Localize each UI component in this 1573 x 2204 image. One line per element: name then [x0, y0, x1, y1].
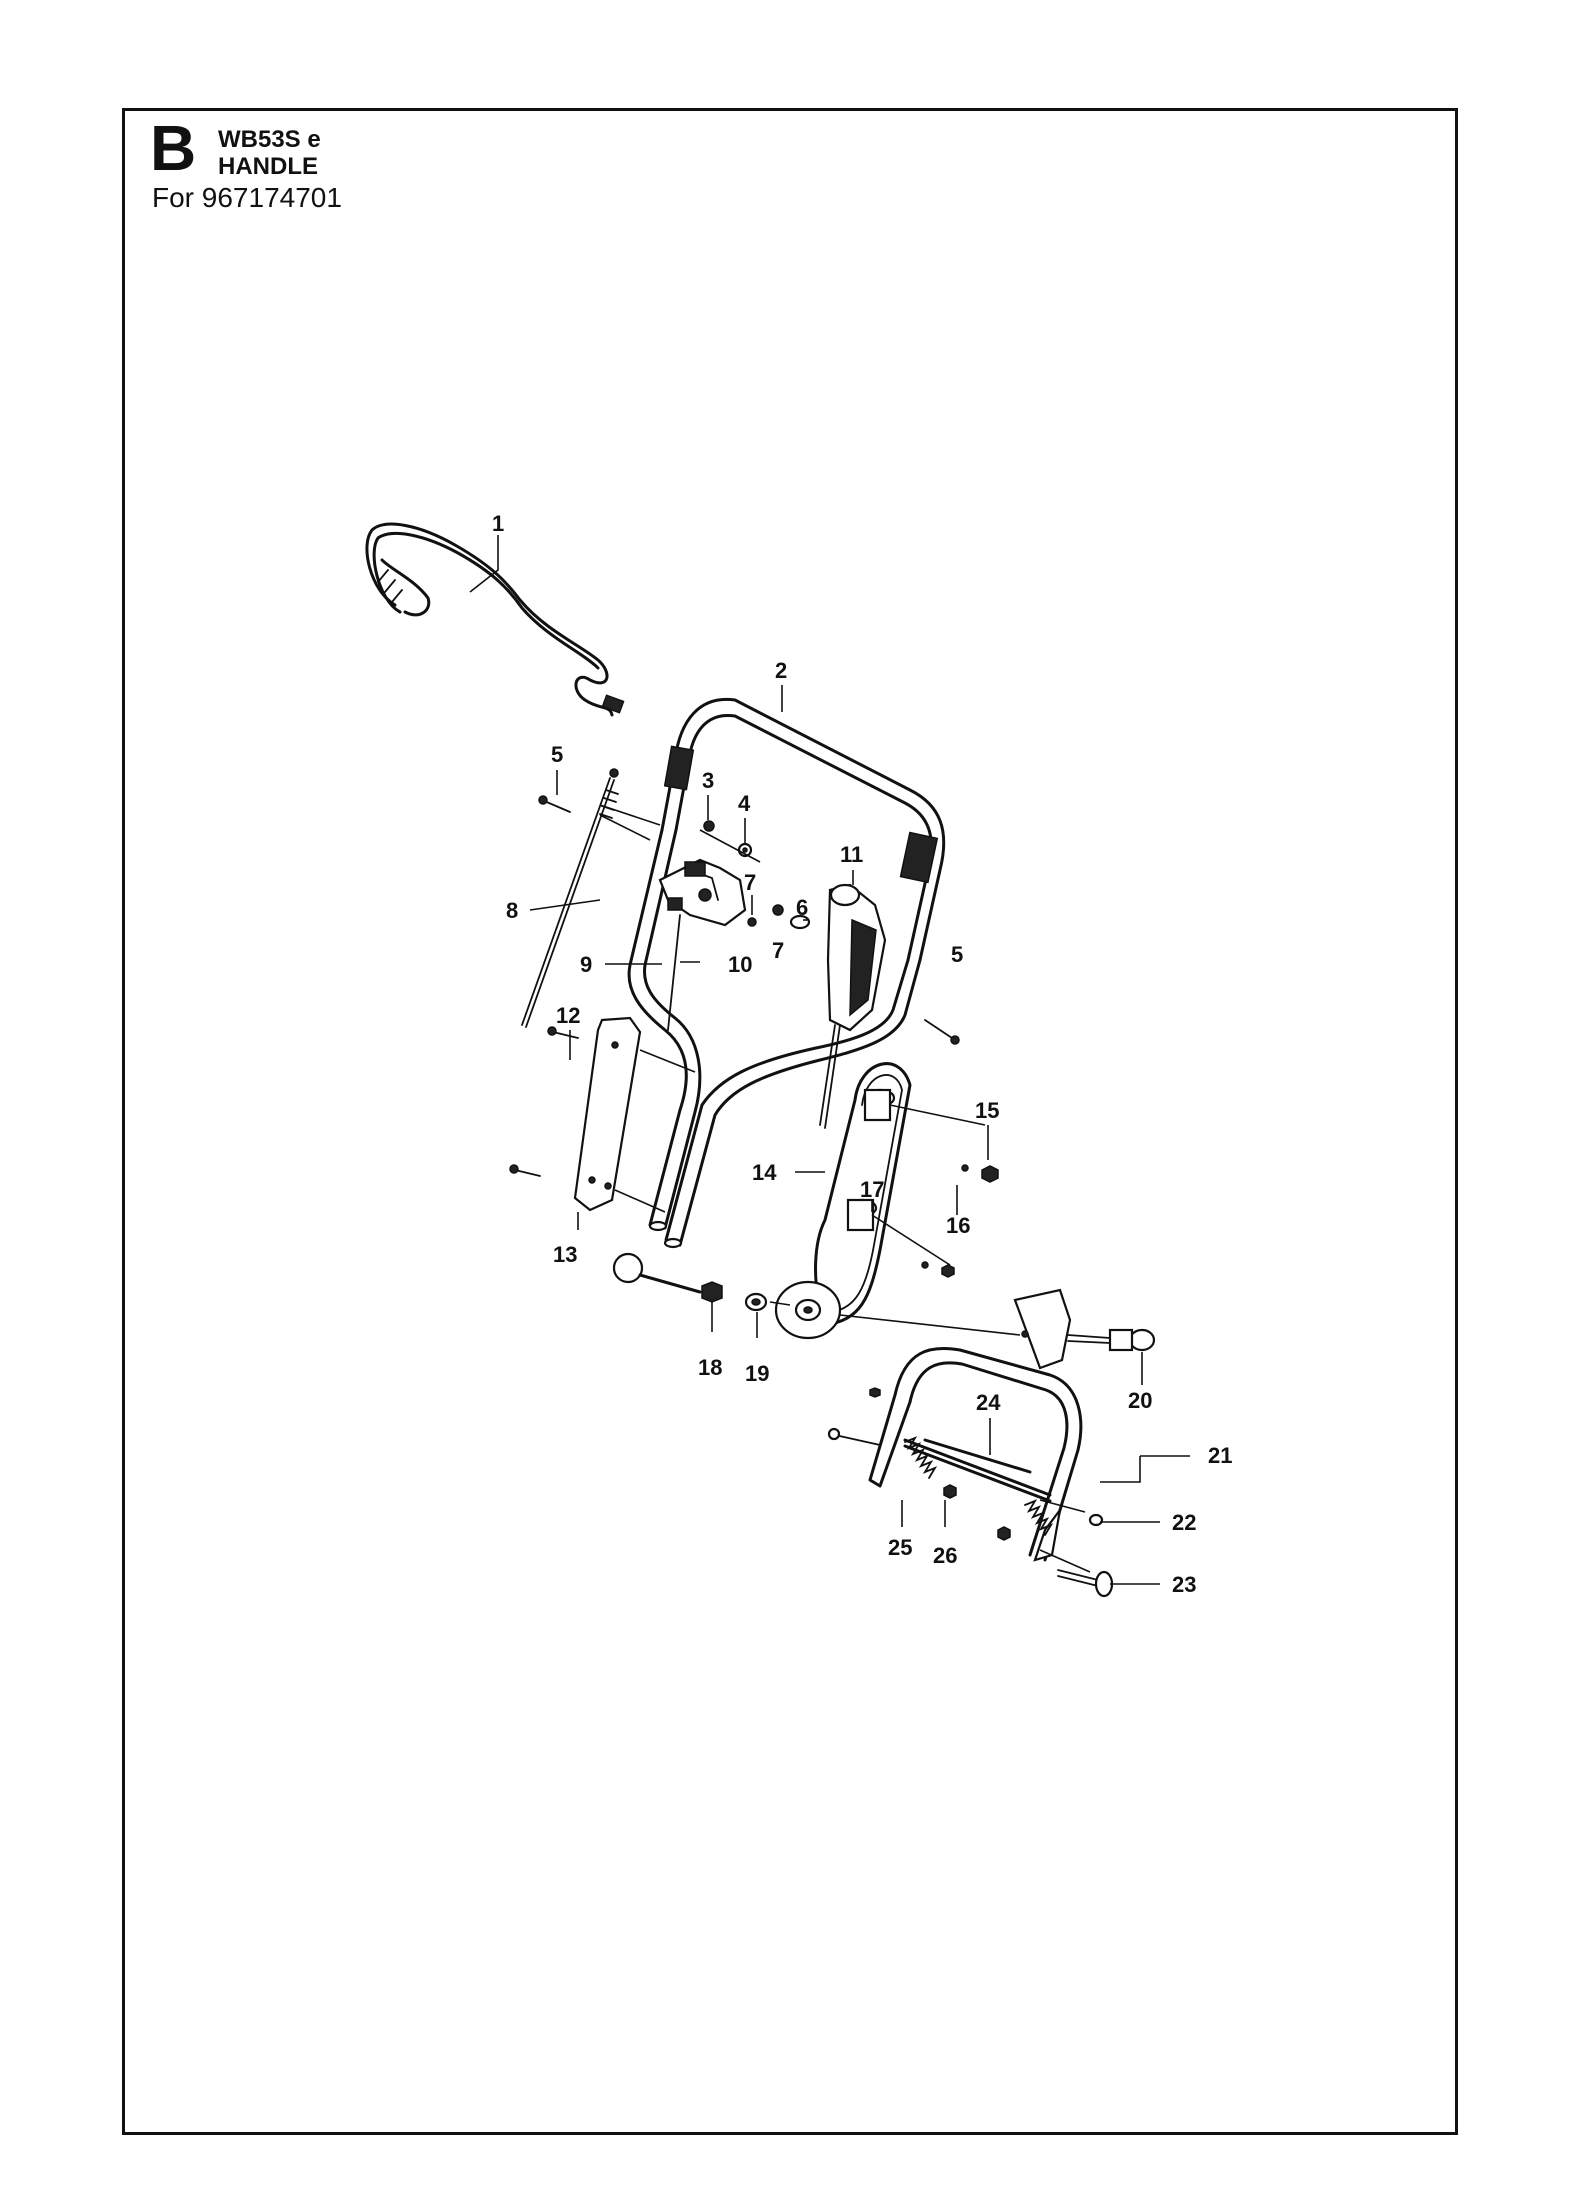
part-10-control-box-left — [658, 858, 747, 1031]
callout-7-lower: 7 — [772, 938, 784, 963]
callout-4: 4 — [738, 791, 751, 816]
callout-12: 12 — [556, 1003, 580, 1028]
callout-23: 23 — [1172, 1572, 1196, 1597]
callout-11: 11 — [840, 842, 863, 867]
callout-26: 26 — [933, 1543, 957, 1568]
callout-7-upper: 7 — [744, 870, 756, 895]
part-24-rod — [923, 1438, 1032, 1474]
callout-1: 1 — [492, 511, 504, 536]
callout-20: 20 — [1128, 1388, 1152, 1413]
part-20-bolt — [1067, 1328, 1156, 1352]
callout-13: 13 — [553, 1242, 577, 1267]
part-23-bolt — [1057, 1569, 1114, 1598]
part-13-cover — [509, 1016, 696, 1213]
part-18-knob — [612, 1252, 723, 1303]
section-title: HANDLE — [218, 153, 318, 180]
section-letter: B — [150, 112, 197, 184]
callout-3: 3 — [702, 768, 714, 793]
callout-16: 16 — [946, 1213, 970, 1238]
callout-18: 18 — [698, 1355, 722, 1380]
callout-2: 2 — [775, 658, 787, 683]
callout-25: 25 — [888, 1535, 912, 1560]
callout-22: 22 — [1172, 1510, 1196, 1535]
callout-labels: 1 2 3 4 5 5 6 7 7 8 9 10 11 12 13 14 15 … — [492, 511, 1232, 1597]
part-19-washer — [744, 1292, 768, 1312]
model-name: WB53S e — [218, 126, 321, 153]
part-8-cable — [521, 768, 619, 1028]
callout-5-left: 5 — [551, 742, 563, 767]
part-2-upper-handle — [660, 697, 946, 962]
for-part-number: For 967174701 — [152, 182, 342, 213]
callout-17: 17 — [860, 1177, 884, 1202]
page-frame — [122, 108, 1458, 2135]
callout-24: 24 — [976, 1390, 1001, 1415]
callout-19: 19 — [745, 1361, 769, 1386]
fasteners-15-16 — [921, 1164, 999, 1278]
callout-21: 21 — [1208, 1443, 1232, 1468]
callout-9: 9 — [580, 952, 592, 977]
callout-leaders — [469, 535, 1190, 1585]
callout-15: 15 — [975, 1098, 999, 1123]
callout-10: 10 — [728, 952, 752, 977]
part-21-lower-bracket — [868, 1288, 1091, 1573]
callout-14: 14 — [752, 1160, 777, 1185]
part-26-nut — [943, 1484, 1011, 1541]
hub — [769, 1280, 1021, 1340]
part-14-bracket — [814, 1062, 986, 1327]
part-25-springs — [827, 1387, 1054, 1536]
callout-8: 8 — [506, 898, 518, 923]
fasteners-upper — [538, 795, 960, 1045]
callout-5-right: 5 — [951, 942, 963, 967]
callout-6: 6 — [796, 895, 808, 920]
part-22-nut — [1088, 1513, 1104, 1527]
part-1-bail-lever — [365, 522, 625, 717]
part-9-lower-handle — [627, 828, 922, 1249]
part-11-control-box-right — [819, 883, 887, 1129]
